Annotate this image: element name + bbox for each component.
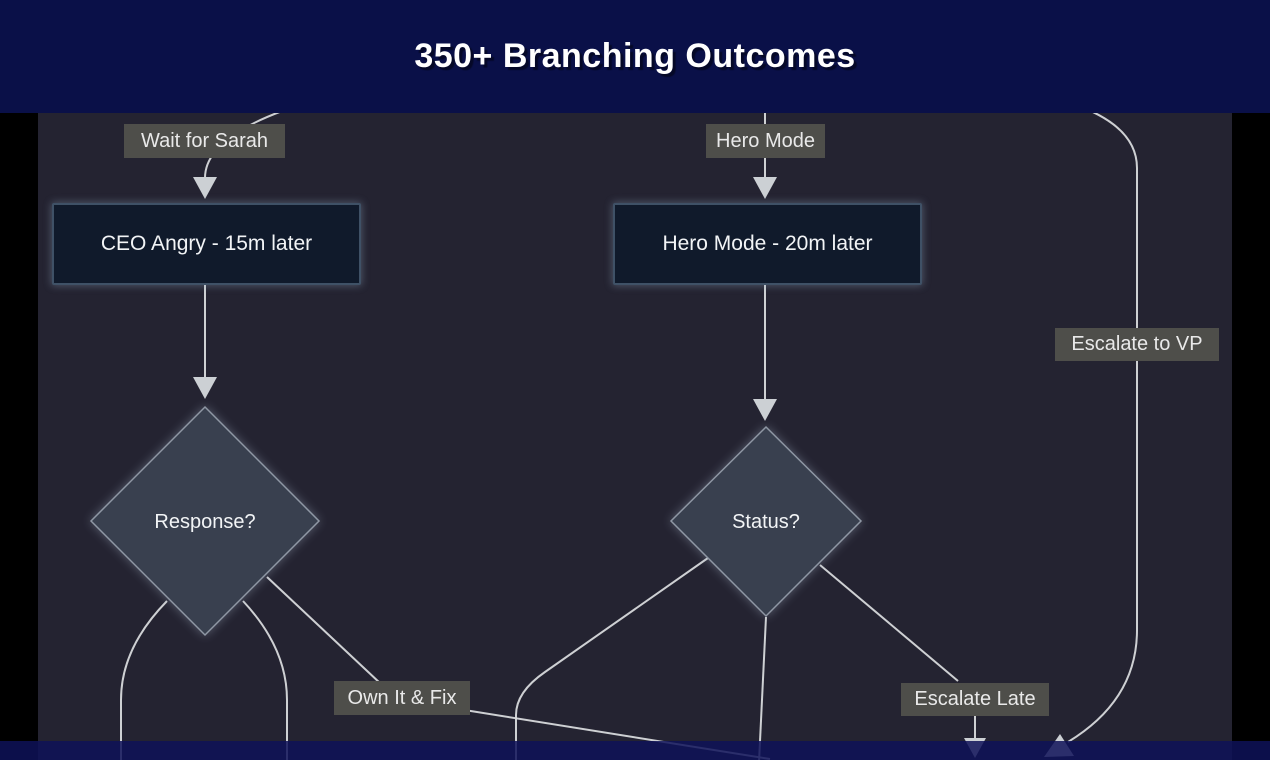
page-title: 350+ Branching Outcomes xyxy=(414,37,856,75)
edge-label-own-it-fix: Own It & Fix xyxy=(334,681,470,715)
node-status: Status? xyxy=(686,505,846,539)
edge-label-wait-for-sarah: Wait for Sarah xyxy=(124,124,285,158)
edge-status-out-left xyxy=(515,557,709,760)
node-status-label: Status? xyxy=(732,510,800,533)
node-response: Response? xyxy=(125,505,285,539)
arrowhead-icon xyxy=(753,399,777,421)
edge-label-text: Escalate to VP xyxy=(1071,333,1203,355)
node-ceo-angry-label: CEO Angry - 15m later xyxy=(100,232,313,255)
edge-escalate-to-vp xyxy=(1067,103,1138,743)
edge-label-hero-mode: Hero Mode xyxy=(706,124,825,158)
node-response-label: Response? xyxy=(154,510,256,533)
node-hero-mode-label: Hero Mode - 20m later xyxy=(662,232,873,255)
edge-status-to-escalate-late xyxy=(819,564,959,682)
edge-label-text: Wait for Sarah xyxy=(140,129,269,152)
arrowhead-icon xyxy=(753,177,777,199)
node-hero-mode: Hero Mode - 20m later xyxy=(613,203,922,285)
edge-label-escalate-to-vp: Escalate to VP xyxy=(1055,328,1219,361)
bottom-overlay-band xyxy=(0,741,1270,760)
node-ceo-angry: CEO Angry - 15m later xyxy=(52,203,361,285)
edge-label-escalate-late: Escalate Late xyxy=(901,683,1049,716)
edge-label-text: Hero Mode xyxy=(716,129,815,152)
arrowhead-icon xyxy=(193,377,217,399)
edge-label-text: Own It & Fix xyxy=(347,686,457,709)
edge-response-to-own-it xyxy=(266,576,382,685)
edge-label-text: Escalate Late xyxy=(914,688,1036,710)
edge-response-out-left xyxy=(120,600,168,760)
title-band: 350+ Branching Outcomes xyxy=(0,0,1270,113)
edge-response-out-middle xyxy=(242,600,288,760)
edge-status-out-bottom xyxy=(758,616,767,760)
arrowhead-icon xyxy=(193,177,217,199)
